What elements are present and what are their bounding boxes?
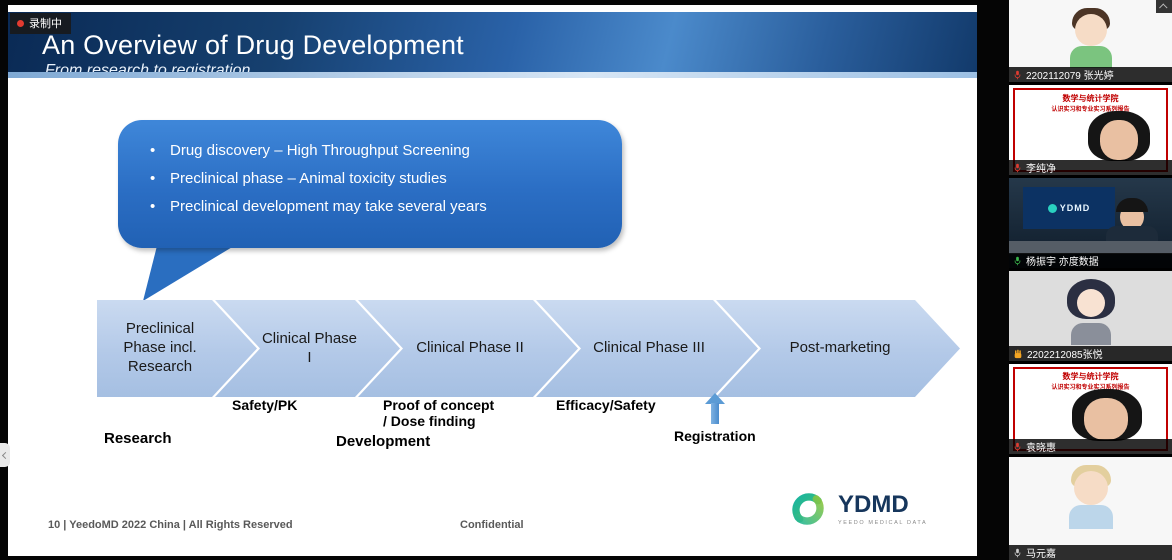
milestone-safety-pk: Safety/PK bbox=[232, 397, 298, 413]
milestone-efficacy-safety: Efficacy/Safety bbox=[556, 397, 656, 413]
participant-name-bar: 2202212085张悦 bbox=[1009, 346, 1172, 361]
ydmd-logo-tagline: YEEDO MEDICAL DATA bbox=[838, 519, 928, 526]
stage-development-label: Development bbox=[336, 433, 431, 450]
participant-name: 马元嘉 bbox=[1026, 549, 1056, 560]
ydmd-logo-text: YDMD bbox=[838, 490, 909, 518]
callout-tail bbox=[143, 243, 235, 301]
callout-bullet: Preclinical phase – Animal toxicity stud… bbox=[148, 165, 596, 193]
phase-label: Clinical Phase I bbox=[261, 329, 358, 366]
participant-name-bar: 袁晓惠 bbox=[1009, 439, 1172, 454]
shared-slide: An Overview of Drug Development From res… bbox=[8, 5, 977, 556]
remote-slide-caption: 认识实习和专业实习系列报告 bbox=[1051, 385, 1130, 391]
participant-name-bar: 杨振宇 亦度数据 bbox=[1009, 253, 1172, 268]
participant-name-bar: 李纯净 bbox=[1009, 160, 1172, 175]
slide-footer-copyright: 10 | YeedoMD 2022 China | All Rights Res… bbox=[48, 519, 293, 531]
panel-collapse-button[interactable] bbox=[1156, 0, 1172, 13]
phase-label: Post-marketing bbox=[789, 339, 891, 357]
remote-slide-caption: 数学与统计学院 bbox=[1062, 94, 1119, 103]
phase-label: Clinical Phase III bbox=[593, 339, 705, 357]
remote-slide-caption: 数学与统计学院 bbox=[1062, 372, 1119, 381]
slide-title-banner: An Overview of Drug Development From res… bbox=[8, 12, 977, 79]
chevron-up-icon bbox=[1159, 2, 1168, 12]
sidebar-handle[interactable] bbox=[0, 443, 10, 467]
remote-screen: YDMD bbox=[1023, 187, 1115, 229]
participant-name: 袁晓惠 bbox=[1026, 443, 1056, 454]
slide-subtitle: From research to registration bbox=[45, 62, 251, 79]
participant-name: 杨振宇 亦度数据 bbox=[1026, 257, 1099, 268]
remote-slide-caption: 认识实习和专业实习系列报告 bbox=[1051, 107, 1130, 113]
callout-bullet: Preclinical development may take several… bbox=[148, 193, 596, 221]
milestone-registration: Registration bbox=[674, 428, 756, 444]
stage-research-label: Research bbox=[104, 430, 172, 447]
mic-muted-icon bbox=[1014, 163, 1021, 172]
participant-tile[interactable]: 2202212085张悦 bbox=[1009, 271, 1172, 361]
milestone-proof-of-concept: Proof of concept / Dose finding bbox=[383, 397, 495, 429]
phase-label: Clinical Phase II bbox=[416, 339, 524, 357]
participant-tile[interactable]: 马元嘉 bbox=[1009, 457, 1172, 560]
ydmd-logo-mark-icon bbox=[792, 493, 824, 525]
chevron-left-icon bbox=[1, 451, 9, 459]
registration-arrow-icon bbox=[705, 393, 725, 404]
registration-arrow-shaft bbox=[711, 403, 719, 424]
recording-dot-icon bbox=[17, 19, 24, 27]
slide-footer-confidential: Confidential bbox=[460, 519, 524, 531]
participant-name: 李纯净 bbox=[1026, 164, 1056, 175]
participant-name-bar: 马元嘉 bbox=[1009, 545, 1172, 560]
participant-tile[interactable]: YDMD 杨振宇 亦度数据 bbox=[1009, 178, 1172, 268]
recording-badge: 录制中 bbox=[10, 13, 71, 34]
mic-muted-icon bbox=[1014, 70, 1021, 79]
hand-raised-icon bbox=[1014, 349, 1022, 358]
participant-name-bar: 2202112079 张光婷 bbox=[1009, 67, 1172, 82]
participant-tile[interactable]: 2202112079 张光婷 bbox=[1009, 0, 1172, 82]
participant-avatar bbox=[1009, 457, 1172, 560]
mic-muted-icon bbox=[1014, 548, 1021, 557]
phase-label: Preclinical Phase incl. Research bbox=[123, 320, 197, 375]
participant-name: 2202212085张悦 bbox=[1027, 350, 1103, 361]
mic-muted-icon bbox=[1014, 442, 1021, 451]
ydmd-mark-icon bbox=[1047, 203, 1057, 213]
participant-tile[interactable]: 数学与统计学院 认识实习和专业实习系列报告 李纯净 bbox=[1009, 85, 1172, 175]
callout-bullet: Drug discovery – High Throughput Screeni… bbox=[148, 137, 596, 165]
callout-bubble: Drug discovery – High Throughput Screeni… bbox=[118, 120, 622, 248]
remote-screen-logo: YDMD bbox=[1059, 203, 1091, 213]
recording-label: 录制中 bbox=[29, 18, 62, 30]
mic-active-icon bbox=[1014, 256, 1021, 265]
participant-tile[interactable]: 数学与统计学院 认识实习和专业实习系列报告 袁晓惠 bbox=[1009, 364, 1172, 454]
callout-bullet-list: Drug discovery – High Throughput Screeni… bbox=[118, 120, 622, 221]
ydmd-logo: YDMD YEEDO MEDICAL DATA bbox=[786, 487, 927, 531]
slide-title: An Overview of Drug Development bbox=[42, 30, 464, 60]
participants-panel: 2202112079 张光婷 数学与统计学院 认识实习和专业实习系列报告 李纯净 bbox=[1009, 0, 1172, 560]
participant-name: 2202112079 张光婷 bbox=[1026, 71, 1114, 82]
